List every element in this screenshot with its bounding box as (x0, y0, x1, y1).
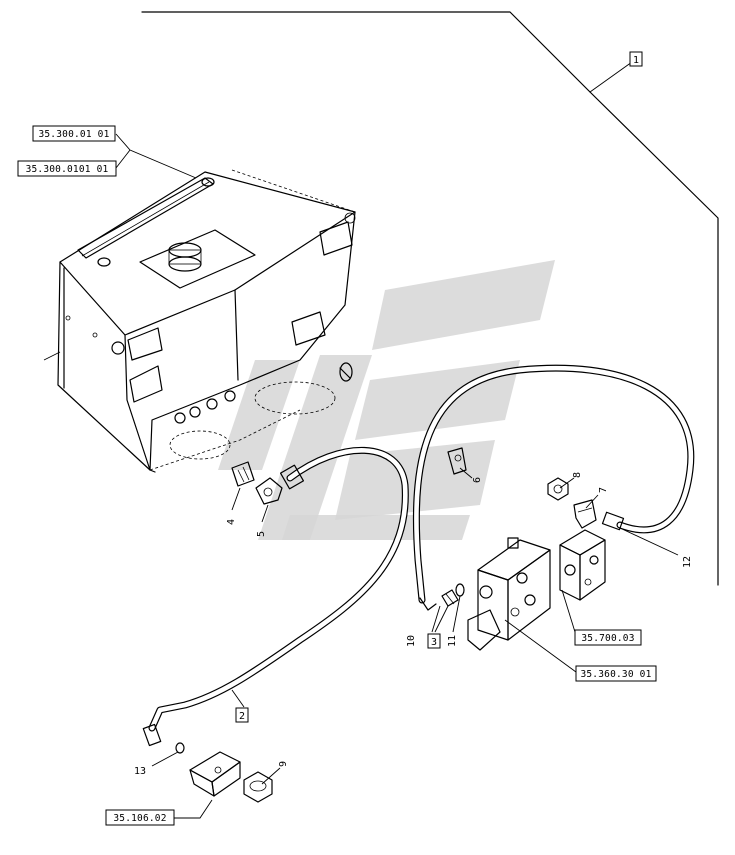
callout-10[interactable]: 10 (406, 635, 417, 647)
callout-7[interactable]: 7 (598, 487, 609, 493)
callout-3[interactable]: 3 (427, 633, 441, 649)
ref-label-35-106-02[interactable]: 35.106.02 (105, 809, 175, 826)
valve-block (467, 537, 551, 651)
callout-1[interactable]: 1 (629, 51, 643, 67)
hydraulic-tank (43, 169, 356, 473)
hose-assembly-12 (412, 364, 695, 611)
tee-fitting (573, 499, 597, 529)
washer-fitting-13 (175, 742, 185, 754)
callout-5[interactable]: 5 (256, 531, 267, 537)
svg-text:3: 3 (431, 637, 437, 648)
callout-11[interactable]: 11 (447, 635, 458, 647)
svg-text:35.106.02: 35.106.02 (113, 813, 166, 824)
callout-2[interactable]: 2 (235, 707, 249, 723)
plug-fitting (547, 477, 569, 501)
o-ring (455, 583, 465, 597)
svg-text:8: 8 (572, 472, 583, 478)
svg-text:6: 6 (472, 477, 483, 483)
hose-assembly-2 (142, 446, 409, 747)
svg-text:35.360.30 01: 35.360.30 01 (580, 669, 651, 680)
svg-text:1: 1 (633, 55, 639, 66)
svg-text:2: 2 (239, 711, 245, 722)
callout-6[interactable]: 6 (472, 477, 483, 483)
fitting-adapter (231, 461, 255, 487)
ref-label-35-300-0101-01[interactable]: 35.300.0101 01 (17, 160, 117, 177)
ref-label-35-360-30-01[interactable]: 35.360.30 01 (575, 665, 657, 682)
svg-text:35.300.0101 01: 35.300.0101 01 (26, 164, 109, 175)
callout-9[interactable]: 9 (278, 761, 289, 767)
svg-text:4: 4 (226, 519, 237, 525)
leader-lines (115, 133, 679, 819)
cap-nut (243, 771, 273, 803)
svg-text:13: 13 (134, 766, 146, 777)
callout-8[interactable]: 8 (572, 472, 583, 478)
watermark-logo (218, 260, 555, 540)
callout-12[interactable]: 12 (682, 556, 693, 568)
svg-text:10: 10 (406, 635, 417, 647)
ref-label-35-700-03[interactable]: 35.700.03 (574, 629, 642, 646)
svg-text:35.300.01 01: 35.300.01 01 (38, 129, 109, 140)
svg-text:11: 11 (447, 635, 458, 647)
elbow-fitting (255, 477, 283, 505)
svg-text:12: 12 (682, 556, 693, 568)
valve-body (559, 529, 606, 601)
svg-text:5: 5 (256, 531, 267, 537)
adapter-fitting-3 (441, 589, 459, 607)
callout-4[interactable]: 4 (226, 519, 237, 525)
ref-label-35-300-01-01[interactable]: 35.300.01 01 (32, 125, 116, 142)
hose-clamp (447, 447, 467, 475)
svg-text:9: 9 (278, 761, 289, 767)
callout-13[interactable]: 13 (134, 766, 146, 777)
assembly-bracket (141, 11, 719, 586)
svg-text:7: 7 (598, 487, 609, 493)
mounting-bracket (189, 751, 241, 797)
svg-text:35.700.03: 35.700.03 (581, 633, 634, 644)
